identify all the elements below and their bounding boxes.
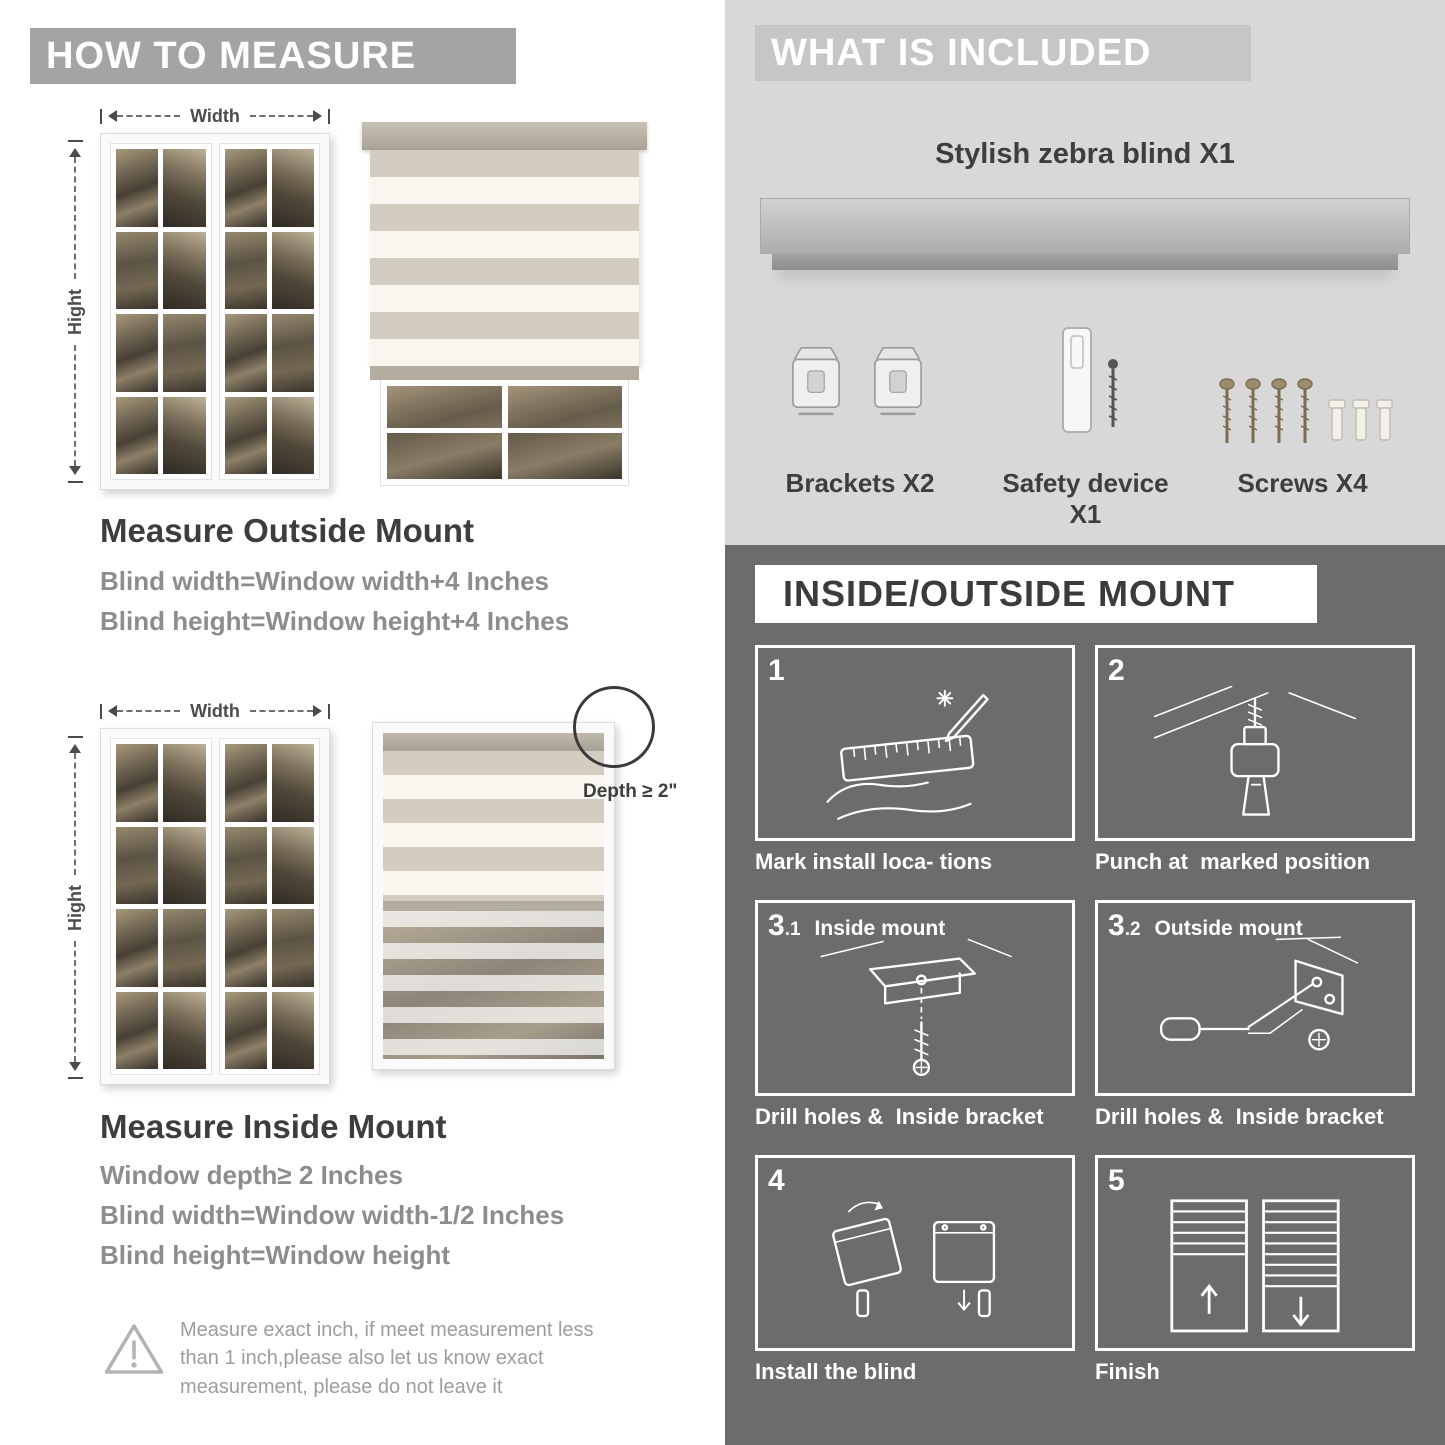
screws-image <box>1213 372 1393 462</box>
zebra-blind-outside-illustration <box>362 122 647 486</box>
height-label: Hight <box>64 288 85 335</box>
screw-icon <box>1219 378 1393 443</box>
width-arrow: Width <box>100 105 331 126</box>
step-number: 2 <box>1108 654 1125 687</box>
blind-sheer-open <box>383 911 604 1059</box>
bracket-icon <box>792 347 840 416</box>
height-label: Hight <box>64 884 85 931</box>
inside-mount-title: Measure Inside Mount <box>100 1108 447 1145</box>
what-is-included-section: WHAT IS INCLUDED Stylish zebra blind X1 <box>725 0 1445 545</box>
arrow-up-icon <box>69 738 81 753</box>
blind-stripes <box>370 150 639 366</box>
step-panel-4: 4 <box>755 1155 1075 1351</box>
arrow-left-icon <box>102 110 117 122</box>
blind-item-label: Stylish zebra blind X1 <box>935 138 1235 170</box>
arrow-down-icon <box>69 466 81 481</box>
brackets-image <box>783 330 931 430</box>
outside-mount-line-1: Blind width=Window width+4 Inches <box>100 566 549 596</box>
outside-bracket-illustration <box>1159 936 1359 1051</box>
inside-bracket-illustration <box>820 938 1012 1077</box>
inside-mount-line-2: Blind width=Window width-1/2 Inches <box>100 1200 565 1230</box>
step-panel-3-2: 3.2 Outside mount <box>1095 900 1415 1096</box>
depth-callout-circle <box>573 686 655 768</box>
arrow-right-icon <box>313 705 328 717</box>
mark-location-illustration <box>826 689 989 820</box>
install-blind-illustration <box>832 1200 996 1318</box>
mount-section-header: INSIDE/OUTSIDE MOUNT <box>755 565 1317 623</box>
step-panel-5: 5 <box>1095 1155 1415 1351</box>
window-below-blind <box>380 380 629 486</box>
warning-icon <box>103 1320 165 1383</box>
inside-mount-line-3: Blind height=Window height <box>100 1240 450 1270</box>
safety-device-label: Safety device X1 <box>1002 468 1169 529</box>
safety-device-image <box>1043 322 1143 452</box>
step-caption-2: Punch at marked position <box>1095 849 1371 874</box>
step-panel-3-1: 3.1 Inside mount <box>755 900 1075 1096</box>
outside-mount-line-2: Blind height=Window height+4 Inches <box>100 606 570 636</box>
safety-device-icon <box>1062 327 1118 433</box>
step-panel-1: 1 <box>755 645 1075 841</box>
arrow-down-icon <box>69 1062 81 1077</box>
bracket-icon <box>874 347 922 416</box>
warning-text: Measure exact inch, if meet measurement … <box>180 1319 594 1398</box>
step-caption-1: Mark install loca- tions <box>755 849 993 874</box>
window-illustration-inside <box>100 728 330 1085</box>
step-number: 3 <box>1108 909 1125 942</box>
step-number: 1 <box>768 654 785 687</box>
step-title: Outside mount <box>1154 917 1303 940</box>
width-label: Width <box>190 700 240 721</box>
arrow-right-icon <box>313 110 328 122</box>
drill-illustration <box>1153 685 1357 816</box>
blind-bottomrail <box>370 366 639 380</box>
step-title: Inside mount <box>814 917 946 940</box>
window-illustration-outside <box>100 133 330 490</box>
arrow-left-icon <box>102 705 117 717</box>
step-caption-4: Install the blind <box>755 1359 917 1384</box>
screws-label: Screws X4 <box>1237 468 1368 498</box>
step-number: 5 <box>1108 1164 1125 1197</box>
blind-headrail <box>362 122 647 150</box>
height-arrow: Hight <box>64 140 86 484</box>
blind-headrail-image <box>760 198 1410 254</box>
brackets-label: Brackets X2 <box>785 468 935 498</box>
step-caption-3-1: Drill holes & Inside bracket <box>755 1104 1044 1129</box>
width-arrow: Width <box>100 700 331 721</box>
finish-illustration <box>1170 1199 1340 1333</box>
blind-headrail-lip <box>772 254 1398 270</box>
width-label: Width <box>190 105 240 126</box>
zebra-blind-inside-illustration <box>372 722 615 1070</box>
height-arrow: Hight <box>64 736 86 1080</box>
blind-bottomrail <box>383 901 604 911</box>
step-number: 4 <box>768 1164 785 1197</box>
what-is-included-header: WHAT IS INCLUDED <box>755 25 1251 81</box>
mount-instructions-section: INSIDE/OUTSIDE MOUNT 1 Ma <box>725 545 1445 1445</box>
arrow-up-icon <box>69 142 81 157</box>
step-panel-2: 2 <box>1095 645 1415 841</box>
step-number: 3 <box>768 909 785 942</box>
blind-headrail <box>383 733 604 751</box>
how-to-measure-header: HOW TO MEASURE <box>30 28 516 84</box>
step-caption-5: Finish <box>1095 1359 1160 1384</box>
depth-label: Depth ≥ 2" <box>583 781 678 802</box>
inside-mount-line-1: Window depth≥ 2 Inches <box>100 1160 403 1190</box>
step-caption-3-2: Drill holes & Inside bracket <box>1095 1104 1384 1129</box>
blind-stripes <box>383 751 604 901</box>
outside-mount-title: Measure Outside Mount <box>100 512 475 549</box>
